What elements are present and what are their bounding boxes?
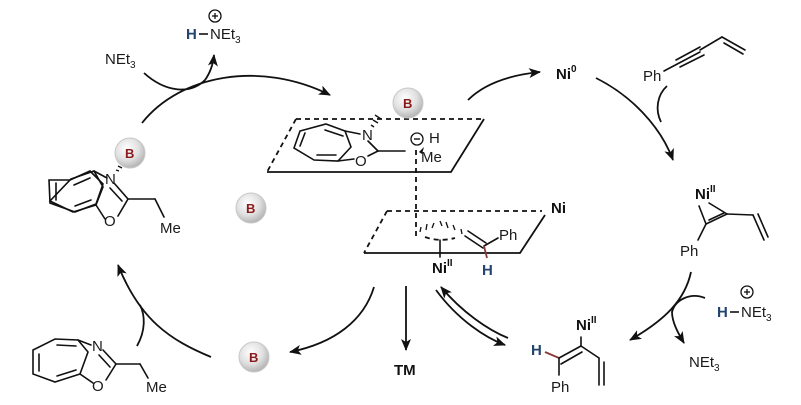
- equilibrium-reverse-arrow: [440, 286, 509, 339]
- benzoxazole-free: N O Me: [32, 338, 167, 396]
- o-atom-label-2: O: [355, 153, 367, 170]
- benzoxazole-base-complex: N O Me B: [48, 137, 181, 237]
- svg-text:NEt3: NEt3: [210, 26, 241, 46]
- svg-text:NiII: NiII: [576, 315, 597, 334]
- ni-label-plane: Ni: [551, 200, 566, 217]
- ph-label-enyne: Ph: [643, 68, 661, 85]
- net3-top-left-label: NEt3: [105, 51, 136, 71]
- n-atom-label-2: N: [362, 127, 373, 144]
- base-ball-bottom: B: [238, 341, 270, 373]
- allyl-nickel-plane: Ni Ph H NiII: [363, 200, 566, 279]
- hnet3-top-label: H NEt3: [186, 9, 241, 46]
- n-atom-label-3: N: [92, 338, 103, 355]
- substrate-binding-arrow: [136, 304, 145, 347]
- svg-text:NiII: NiII: [695, 184, 716, 203]
- net3-release-arrow: [671, 295, 706, 344]
- svg-text:H: H: [717, 304, 728, 321]
- tm-label: TM: [394, 362, 416, 379]
- deprotonation-arrow: [143, 54, 218, 91]
- svg-text:B: B: [125, 146, 134, 161]
- me-label-3: Me: [146, 379, 167, 396]
- oxidative-arrow: [595, 77, 674, 161]
- ph-label-vinyl: Ph: [551, 379, 569, 396]
- me-label-2: Me: [421, 149, 442, 166]
- o-atom-label-3: O: [92, 378, 104, 395]
- plus-charge-icon: [208, 9, 222, 23]
- ph-label-allyl: Ph: [499, 227, 517, 244]
- o-atom-label: O: [104, 213, 116, 230]
- base-ball-free: B: [235, 192, 267, 224]
- cycle-arrow-to-ni0: [467, 68, 541, 101]
- svg-text:H: H: [482, 262, 493, 279]
- svg-text:NiII: NiII: [432, 258, 453, 277]
- nickelacyclopropene: NiII Ph: [680, 184, 769, 260]
- svg-text:B: B: [246, 201, 255, 216]
- svg-text:NEt3: NEt3: [741, 304, 772, 324]
- base-ball-top: B: [392, 87, 424, 119]
- ni0-label: Ni0: [556, 64, 577, 83]
- enyne-substrate: Ph: [643, 36, 746, 85]
- deprotonated-complex-plane: N O B H Me: [266, 87, 485, 240]
- svg-text:B: B: [249, 350, 258, 365]
- svg-text:H: H: [531, 342, 542, 359]
- vinyl-nickel-species: NiII H Ph: [531, 315, 605, 396]
- h-label-anion: H: [429, 130, 440, 147]
- base-release-arrow: [289, 286, 375, 355]
- cycle-arrow-to-deprotonated: [141, 75, 331, 124]
- cycle-arrow-to-complex: [117, 264, 212, 358]
- svg-text:H: H: [186, 26, 197, 43]
- net3-bottom-right-label: NEt3: [689, 354, 720, 374]
- ph-label-nii: Ph: [680, 243, 698, 260]
- svg-text:NEt3: NEt3: [105, 51, 136, 71]
- minus-charge-icon: [410, 132, 424, 146]
- svg-text:B: B: [403, 96, 412, 111]
- me-label: Me: [160, 220, 181, 237]
- substrate-entry-arrow: [656, 85, 668, 123]
- n-atom-label: N: [105, 171, 116, 188]
- equilibrium-forward-arrow: [435, 289, 506, 346]
- hnet3-right-label: H NEt3: [717, 285, 772, 324]
- protonation-arrow: [629, 271, 692, 341]
- base-ball: B: [114, 137, 146, 169]
